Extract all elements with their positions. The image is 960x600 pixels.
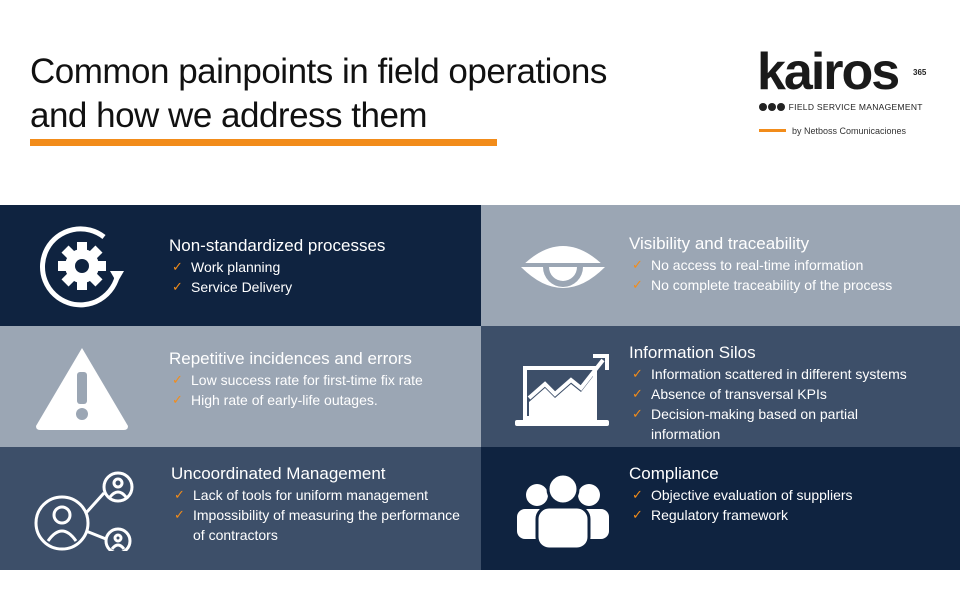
panel-text: Compliance Objective evaluation of suppl… [629,463,929,525]
panel-text: Repetitive incidences and errors Low suc… [169,348,469,410]
panel-repetitive-incidences: Repetitive incidences and errors Low suc… [0,326,481,447]
list-item: Service Delivery [169,277,469,297]
panel-compliance: Compliance Objective evaluation of suppl… [481,447,960,570]
panel-text: Non-standardized processes Work planning… [169,235,469,297]
tagline-text: FIELD SERVICE MANAGEMENT [788,102,923,112]
list-item: No complete traceability of the process [629,275,929,295]
laptop-chart-icon [515,354,609,426]
panel-text: Visibility and traceability No access to… [629,233,929,295]
panel-visibility-traceability: Visibility and traceability No access to… [481,205,960,326]
page-title: Common painpoints in field operations an… [30,50,607,138]
list-item: Impossibility of measuring the performan… [171,505,471,545]
list-item: Objective evaluation of suppliers [629,485,929,505]
logo-superscript: 365 [913,68,927,77]
title-line-1: Common painpoints in field operations [30,52,607,91]
panel-uncoordinated-management: Uncoordinated Management Lack of tools f… [0,447,481,570]
panel-information-silos: Information Silos Information scattered … [481,326,960,447]
panel-title: Visibility and traceability [629,234,810,253]
panel-text: Information Silos Information scattered … [629,342,929,444]
panel-title: Non-standardized processes [169,236,386,255]
list-item: Regulatory framework [629,505,929,525]
panel-text: Uncoordinated Management Lack of tools f… [171,463,471,545]
group-icon [517,472,609,551]
list-item: Information scattered in different syste… [629,364,929,384]
logo-tagline: FIELD SERVICE MANAGEMENT [759,102,923,112]
logo-wordmark: kairos [757,43,900,101]
title-underline [30,139,497,146]
eye-icon [519,246,607,288]
list-item: No access to real-time information [629,255,929,275]
list-item: Decision-making based on partial informa… [629,404,929,444]
list-item: Work planning [169,257,469,277]
list-item: High rate of early-life outages. [169,390,469,410]
panel-non-standardized-processes: Non-standardized processes Work planning… [0,205,481,326]
title-line-2: and how we address them [30,96,428,135]
byline-text: by Netboss Comunicaciones [792,126,907,136]
list-item: Absence of transversal KPIs [629,384,929,404]
logo-byline: by Netboss Comunicaciones [759,126,906,136]
panel-title: Compliance [629,464,719,483]
panel-title: Uncoordinated Management [171,464,386,483]
list-item: Low success rate for first-time fix rate [169,370,469,390]
panel-title: Information Silos [629,343,756,362]
network-users-icon [34,471,134,551]
kairos-logo: kairos 365 FIELD SERVICE MANAGEMENT by N… [757,46,927,141]
list-item: Lack of tools for uniform management [171,485,471,505]
panel-title: Repetitive incidences and errors [169,349,412,368]
gear-cycle-icon [40,226,124,308]
warning-icon [36,348,128,430]
